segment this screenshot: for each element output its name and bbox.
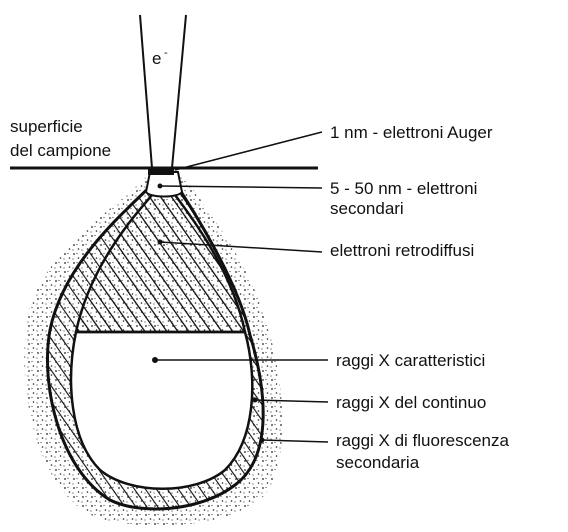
beam-right-edge — [172, 15, 186, 168]
secondary-electron-zone — [146, 172, 182, 197]
leader-fluorescence-dot — [260, 438, 265, 443]
label-xray-fluorescence-line1: raggi X di fluorescenza — [336, 431, 509, 450]
label-secondary-line1: 5 - 50 nm - elettroni — [330, 179, 477, 198]
label-xray-characteristic: raggi X caratteristici — [336, 351, 485, 370]
label-auger: 1 nm - elettroni Auger — [330, 123, 493, 142]
beam-charge: - — [164, 47, 168, 59]
leader-continuum-dot — [253, 398, 258, 403]
backscatter-region — [76, 195, 245, 332]
surface-label-line2: del campione — [10, 141, 111, 160]
leader-backscatter-dot — [158, 240, 163, 245]
label-secondary-line2: secondari — [330, 199, 404, 218]
leader-characteristic-dot — [152, 357, 158, 363]
leader-auger — [175, 132, 322, 170]
surface-label-line1: superficie — [10, 117, 83, 136]
beam-label: e — [152, 49, 161, 68]
beam-left-edge — [140, 15, 152, 168]
label-xray-continuum: raggi X del continuo — [336, 393, 486, 412]
label-xray-fluorescence-line2: secondaria — [336, 453, 420, 472]
characteristic-xray-region — [71, 332, 252, 489]
leader-secondary-dot — [158, 184, 163, 189]
label-backscattered: elettroni retrodiffusi — [330, 241, 474, 260]
